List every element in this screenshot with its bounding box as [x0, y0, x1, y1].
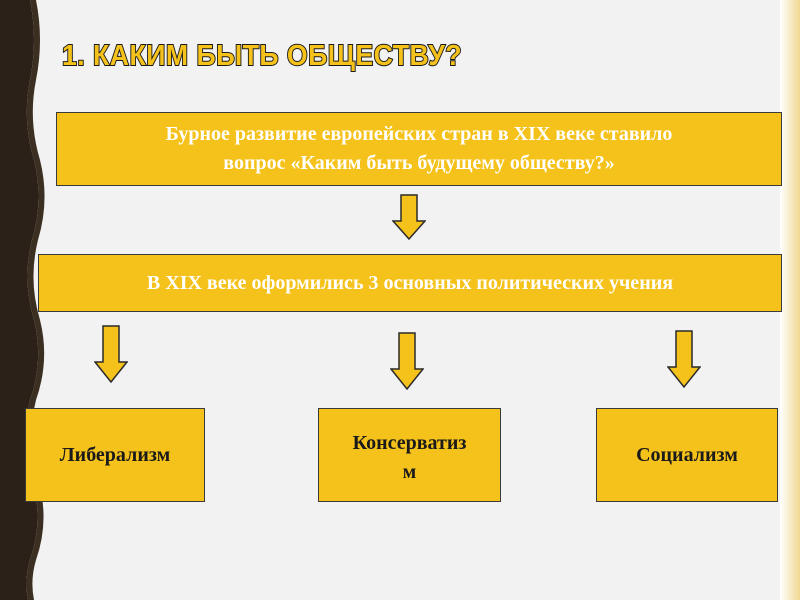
doctrines-heading: В XIX веке оформились 3 основных политич…: [146, 271, 674, 294]
doctrine-conservatism: Консерватиз м: [318, 408, 501, 502]
intro-box: Бурное развитие европейских стран в XIX …: [56, 112, 782, 186]
doctrine-label: Либерализм: [59, 443, 171, 466]
down-arrow-icon: [94, 325, 128, 383]
doctrine-label: Социализм: [636, 443, 738, 466]
down-arrow-icon: [390, 332, 424, 390]
doctrine-socialism: Социализм: [596, 408, 778, 502]
down-arrow-icon: [392, 194, 426, 240]
doctrine-label-line-1: Консерватиз: [352, 432, 467, 454]
doctrine-label-line-2: м: [402, 461, 417, 483]
slide-title: 1. КАКИМ БЫТЬ ОБЩЕСТВУ?: [61, 39, 463, 73]
doctrine-liberalism: Либерализм: [25, 408, 205, 502]
doctrines-heading-box: В XIX веке оформились 3 основных политич…: [38, 254, 782, 312]
decorative-right-edge: [780, 0, 800, 600]
intro-line-2: вопрос «Каким быть будущему обществу?»: [223, 152, 615, 174]
intro-line-1: Бурное развитие европейских стран в XIX …: [165, 123, 673, 145]
down-arrow-icon: [667, 330, 701, 388]
